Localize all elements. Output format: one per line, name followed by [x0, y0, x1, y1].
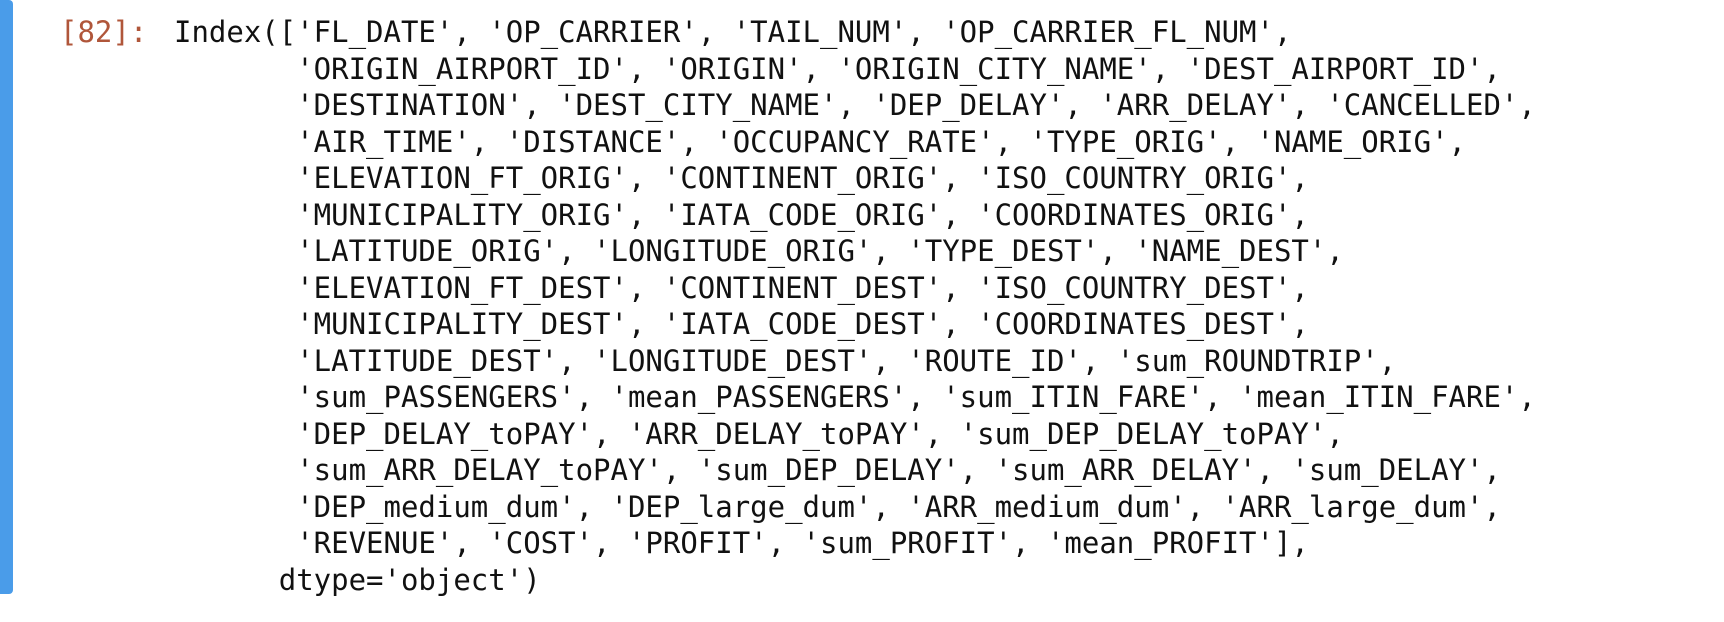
cell-selection-bar[interactable]	[0, 0, 13, 594]
cell-output-text: Index(['FL_DATE', 'OP_CARRIER', 'TAIL_NU…	[174, 15, 1536, 597]
execution-count-prompt: [82]:	[60, 15, 148, 49]
notebook-output-cell[interactable]: [82]: Index(['FL_DATE', 'OP_CARRIER', 'T…	[0, 0, 1724, 597]
